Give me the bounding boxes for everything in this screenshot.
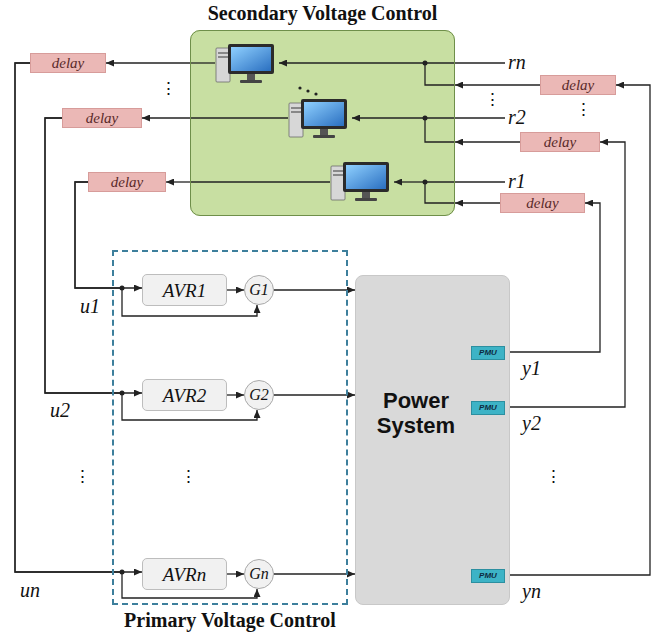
signal-wires [190,63,505,203]
signal-connector [505,142,625,407]
box-label: Power System [364,388,468,439]
signal-connector [142,117,190,118]
signal-connector [45,118,257,420]
signal-connector [45,118,142,393]
signal-connector [455,141,520,142]
signal-connector [505,203,600,352]
delay-box: delay [540,75,616,95]
ellipsis-mark: ⋮ [180,468,197,485]
signal-connector [75,182,142,288]
box-label: G2 [249,387,269,403]
pmu-box: PMU [471,401,505,415]
region-title: Secondary Voltage Control [151,3,494,23]
box-label: delay [86,111,118,126]
ellipsis-dot [306,89,309,92]
box-label: AVR1 [163,281,206,300]
box-label: PMU [479,349,497,357]
signal-connector [227,573,244,574]
generator-circle: G1 [244,275,274,305]
delay-box: delay [62,108,142,128]
ellipsis-mark: ⋮ [160,80,177,97]
delay-box: delay [30,53,106,73]
signal-connector [274,289,355,290]
region-title: Primary Voltage Control [74,610,386,630]
control-center-box: Secondary Voltage Control [190,30,455,216]
signal-connector [166,181,190,182]
box-label: Gn [249,566,269,582]
avr-box: AVR1 [142,274,227,306]
signal-connector [274,394,355,395]
pmu-box: PMU [471,569,505,583]
signal-connector [505,85,650,575]
delay-box: delay [500,193,585,213]
signal-name: un [20,580,40,600]
box-label: AVR2 [163,386,206,405]
control-center-fill [190,30,455,216]
ellipsis-mark: ⋮ [484,91,501,108]
signal-name: r2 [508,107,526,127]
signal-connector [15,63,142,572]
signal-connector [274,573,355,574]
delay-box: delay [88,172,166,192]
signal-connector [455,84,540,85]
signal-connector [75,182,257,316]
signal-name: y1 [522,358,541,378]
signal-connector [15,63,257,598]
signal-connector [106,62,190,63]
pmu-box: PMU [471,346,505,360]
generator-circle: G2 [244,380,274,410]
ellipsis-dot [298,86,301,89]
box-label: delay [544,135,576,150]
primary-control-region: Primary Voltage ControlAVR1G1AVR2G2AVRnG… [112,250,348,605]
signal-connector [455,202,500,203]
box-label: delay [526,196,558,211]
ellipsis-mark: ⋮ [74,468,91,485]
box-label: delay [562,78,594,93]
signal-name: yn [522,581,541,601]
box-label: PMU [479,572,497,580]
computer-icon [289,99,347,138]
computer-icon [331,162,389,201]
computer-icon [216,44,274,83]
avr-box: AVR2 [142,379,227,411]
ellipsis-mark: ⋮ [545,468,562,485]
signal-name: u1 [80,296,100,316]
signal-connector [227,394,244,395]
box-label: G1 [249,282,269,298]
box-label: delay [52,56,84,71]
delay-box: delay [520,132,600,152]
signal-name: rn [508,52,526,72]
box-label: delay [111,175,143,190]
generator-circle: Gn [244,559,274,589]
power-system-box: Power SystemPMUPMUPMU [355,275,510,605]
ellipsis-dot [314,92,317,95]
avr-box: AVRn [142,558,227,590]
box-label: AVRn [163,565,206,584]
signal-name: u2 [50,400,70,420]
signal-name: y2 [522,413,541,433]
signal-name: r1 [508,171,526,191]
box-label: PMU [479,404,497,412]
signal-connector [227,289,244,290]
ellipsis-mark: ⋮ [575,101,592,118]
